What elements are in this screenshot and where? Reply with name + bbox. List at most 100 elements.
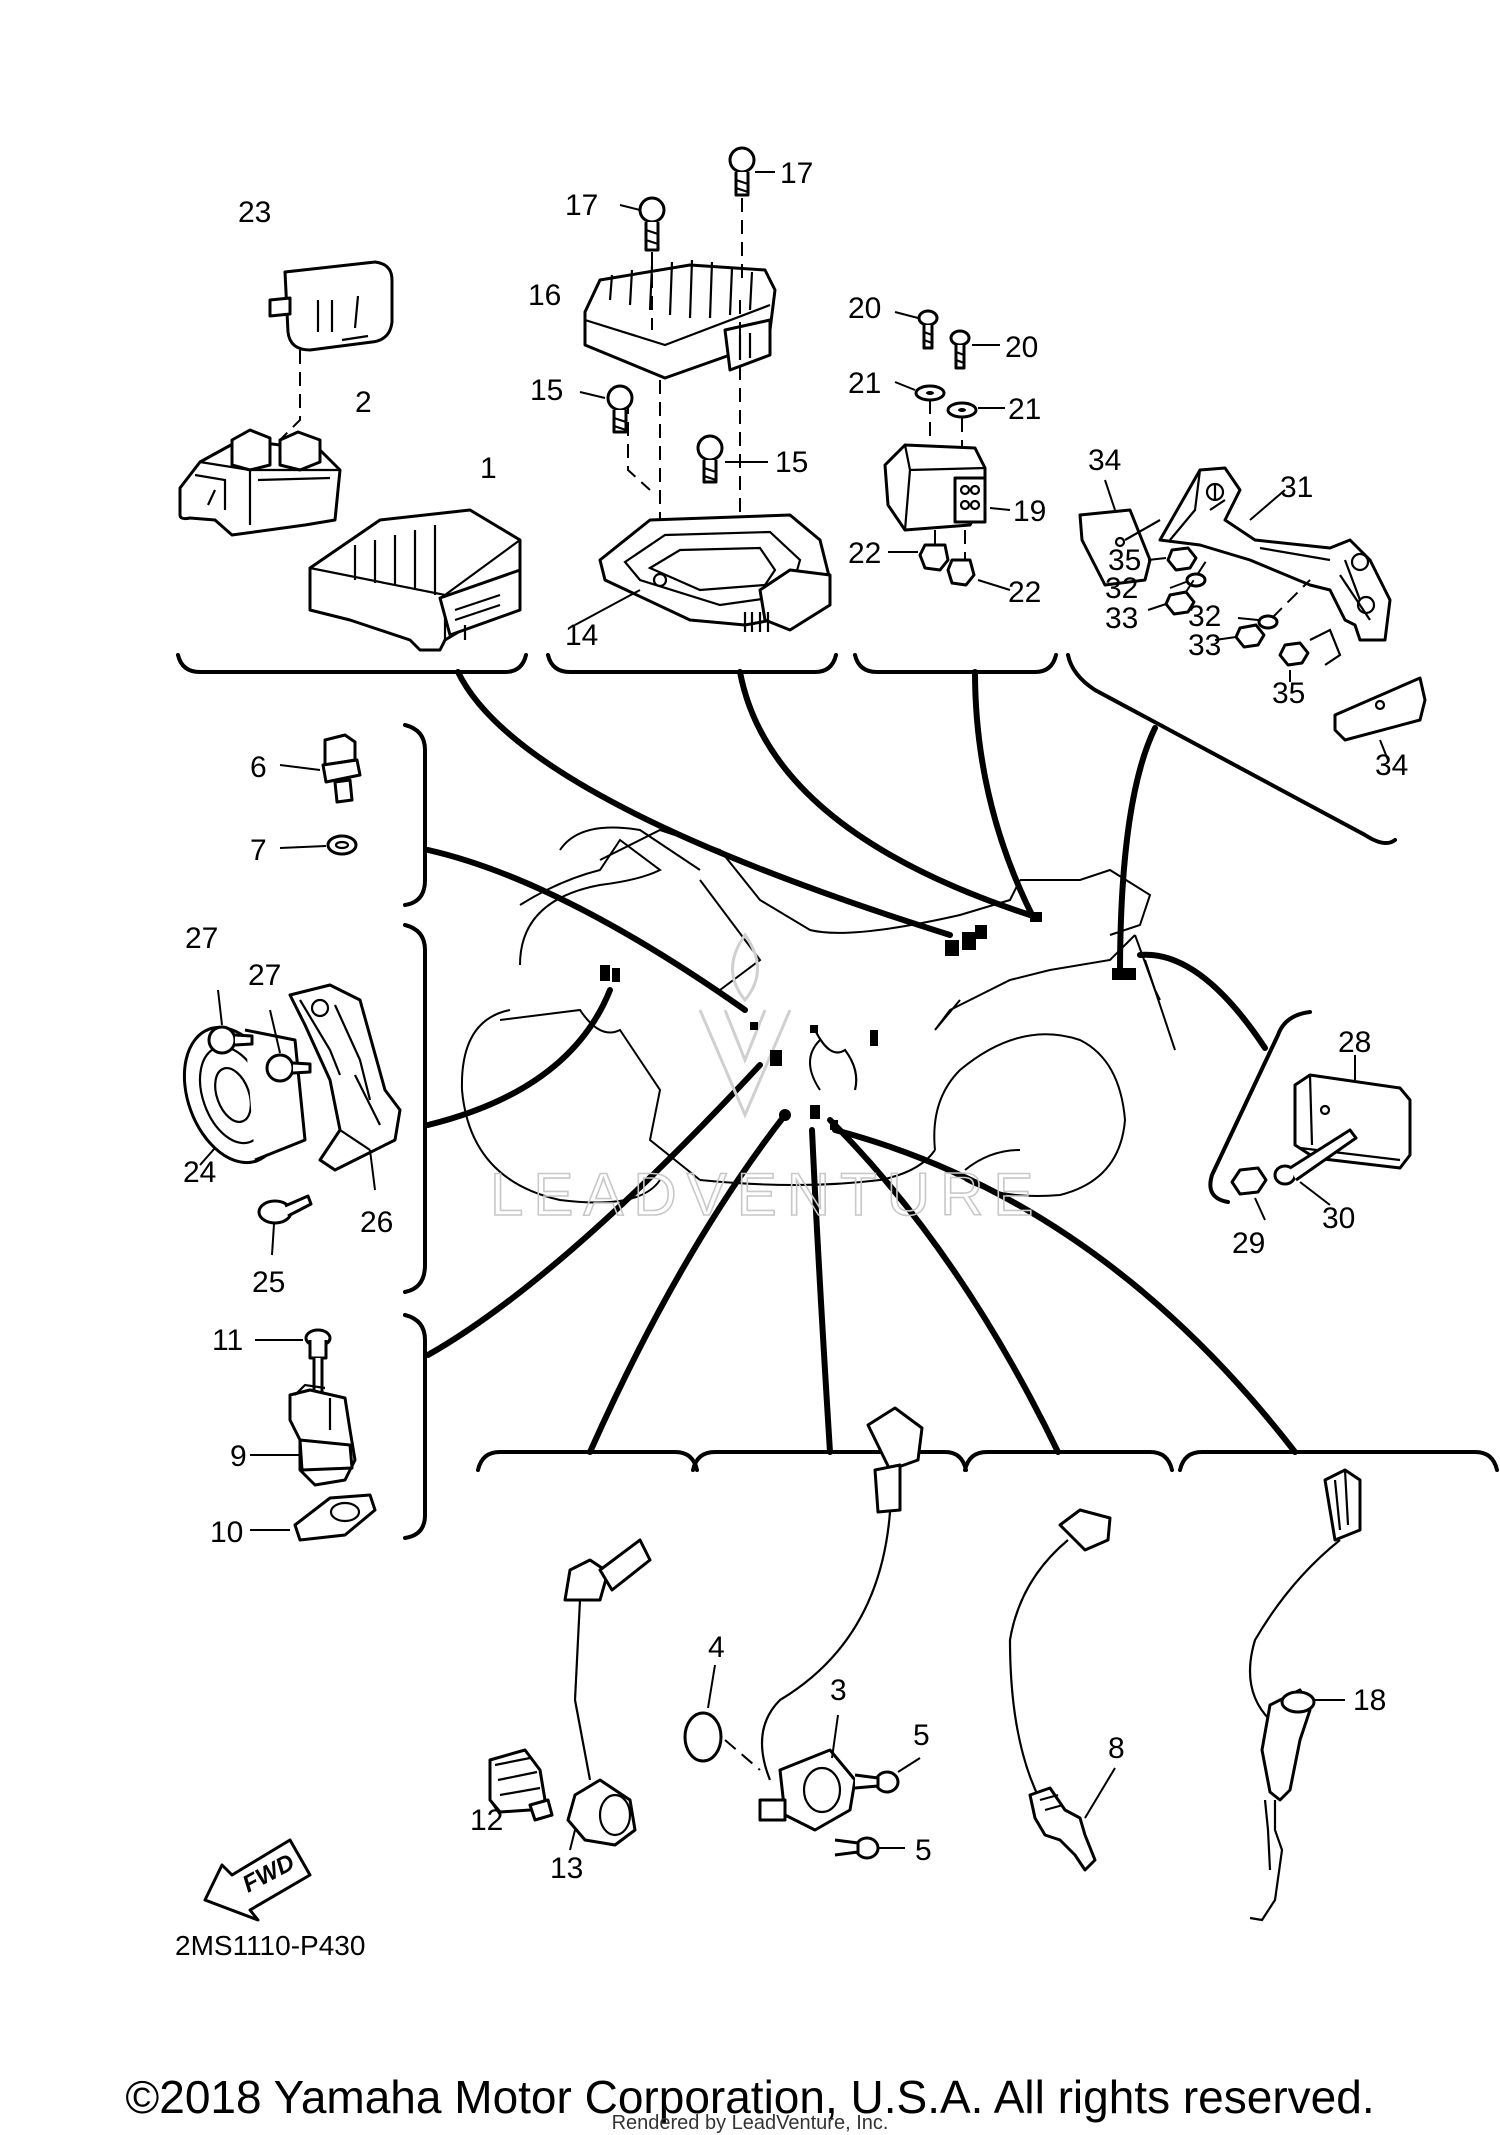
screw-20-right (949, 329, 1000, 370)
part-label: 20 (1005, 331, 1038, 364)
horn-bracket-26 (288, 983, 402, 1191)
part-label: 22 (848, 537, 881, 570)
part-label: 30 (1322, 1202, 1355, 1235)
sensor-13 (563, 1538, 652, 1851)
reflector-34-bottom (1333, 676, 1427, 761)
reflector-34-top (1078, 479, 1161, 587)
rendered-by-notice: Rendered by LeadVenture, Inc. (611, 2112, 889, 2134)
crank-sensor-9 (250, 1383, 357, 1487)
nut-33-left (1147, 554, 1211, 616)
screw-20-left (894, 309, 939, 350)
watermark-text: LEADVENTURE (490, 1161, 1043, 1228)
bolt-17-right (728, 146, 775, 280)
part-label: 19 (1013, 495, 1046, 528)
part-label: 10 (210, 1516, 243, 1549)
part-label: 26 (360, 1206, 393, 1239)
part-label: 5 (913, 1719, 930, 1752)
part-label: 34 (1375, 749, 1408, 782)
washer-7 (279, 834, 358, 856)
part-label: 15 (775, 446, 808, 479)
part-label: 25 (252, 1266, 285, 1299)
motorcycle-outline (460, 826, 1176, 1204)
part-label: 11 (212, 1324, 243, 1357)
rectifier-16 (583, 259, 777, 585)
part-label: 15 (530, 374, 563, 407)
part-label: 17 (565, 189, 598, 222)
copyright-notice: ©2018 Yamaha Motor Corporation, U.S.A. A… (125, 2071, 1375, 2123)
relay-23 (268, 260, 394, 445)
part-label: 16 (528, 279, 561, 312)
bolt-15-left (579, 384, 634, 434)
knock-sensor-12 (488, 1748, 554, 1822)
relay-box-2 (178, 428, 342, 537)
part-label: 4 (708, 1631, 725, 1664)
part-label: 31 (1280, 471, 1313, 504)
part-label: 6 (250, 751, 267, 784)
watermark-logo-icon (698, 932, 792, 1119)
temp-sensor-6 (279, 733, 362, 804)
bolt-27-left (207, 989, 254, 1055)
part-label: 18 (1353, 1684, 1386, 1717)
part-label: 9 (230, 1440, 247, 1473)
nut-33-right (1214, 623, 1266, 649)
part-label: 34 (1088, 444, 1121, 477)
bike-connectors (600, 912, 1136, 1130)
bracket-tray-14 (574, 513, 832, 632)
part-label: 20 (848, 292, 881, 325)
washer-21-right (946, 401, 1005, 462)
part-label: 23 (238, 196, 271, 229)
part-labels: 1 2 3 4 5 5 6 7 8 9 10 11 12 13 14 15 15… (183, 157, 1408, 1885)
part-label: 7 (250, 834, 267, 867)
part-label: 14 (565, 619, 598, 652)
bolt-25 (257, 1194, 313, 1256)
nut-22-right (946, 558, 1011, 591)
washer-32-right (1237, 579, 1311, 630)
part-label: 5 (915, 1834, 932, 1867)
part-label: 28 (1338, 1026, 1371, 1059)
group-brackets (176, 653, 1499, 1540)
reflector-28 (1293, 1055, 1412, 1170)
sensor-3 (758, 1406, 924, 1832)
part-label: 35 (1272, 677, 1305, 710)
part-label: 3 (830, 1674, 847, 1707)
part-label: 27 (185, 922, 218, 955)
part-label: 33 (1188, 629, 1221, 662)
nut-35-top (1147, 546, 1198, 572)
fwd-arrow-icon: FWD (203, 1838, 312, 1922)
connector-curves (425, 669, 1298, 1455)
part-label: 21 (1008, 393, 1041, 426)
part-label: 12 (470, 1804, 503, 1837)
nut-35-bottom (1278, 641, 1310, 682)
part-label: 2 (355, 386, 372, 419)
part-label: 8 (1108, 1732, 1125, 1765)
part-label: 33 (1105, 602, 1138, 635)
screw-5-bottom (834, 1836, 905, 1860)
screw-5-top (854, 1757, 921, 1794)
part-label: 29 (1232, 1227, 1265, 1260)
part-label: 35 (1108, 544, 1141, 577)
relay-19 (883, 443, 1011, 570)
o2-sensor-8 (1008, 1508, 1116, 1872)
nut-29 (1230, 1166, 1268, 1221)
oring-4 (683, 1664, 761, 1771)
part-label: 22 (1008, 576, 1041, 609)
part-label: 13 (550, 1852, 583, 1885)
part-label: 27 (248, 959, 281, 992)
nut-22-left (888, 543, 950, 572)
part-label: 17 (780, 157, 813, 190)
washer-32-left (1169, 572, 1207, 589)
bolt-27-right (265, 1009, 312, 1083)
screw-30 (1273, 1128, 1358, 1206)
part-label: 21 (848, 367, 881, 400)
diagram-code: 2MS1110-P430 (175, 1930, 365, 1961)
license-bracket-31 (1158, 466, 1392, 666)
gasket-10 (250, 1493, 377, 1542)
speed-sensor-18 (1248, 1468, 1362, 1922)
washer-21-left (894, 381, 946, 440)
part-label: 24 (183, 1156, 216, 1189)
bolt-15-right (696, 434, 768, 484)
bolt-17-left (619, 196, 666, 330)
ecu-1 (308, 508, 522, 652)
part-label: 1 (480, 452, 497, 485)
